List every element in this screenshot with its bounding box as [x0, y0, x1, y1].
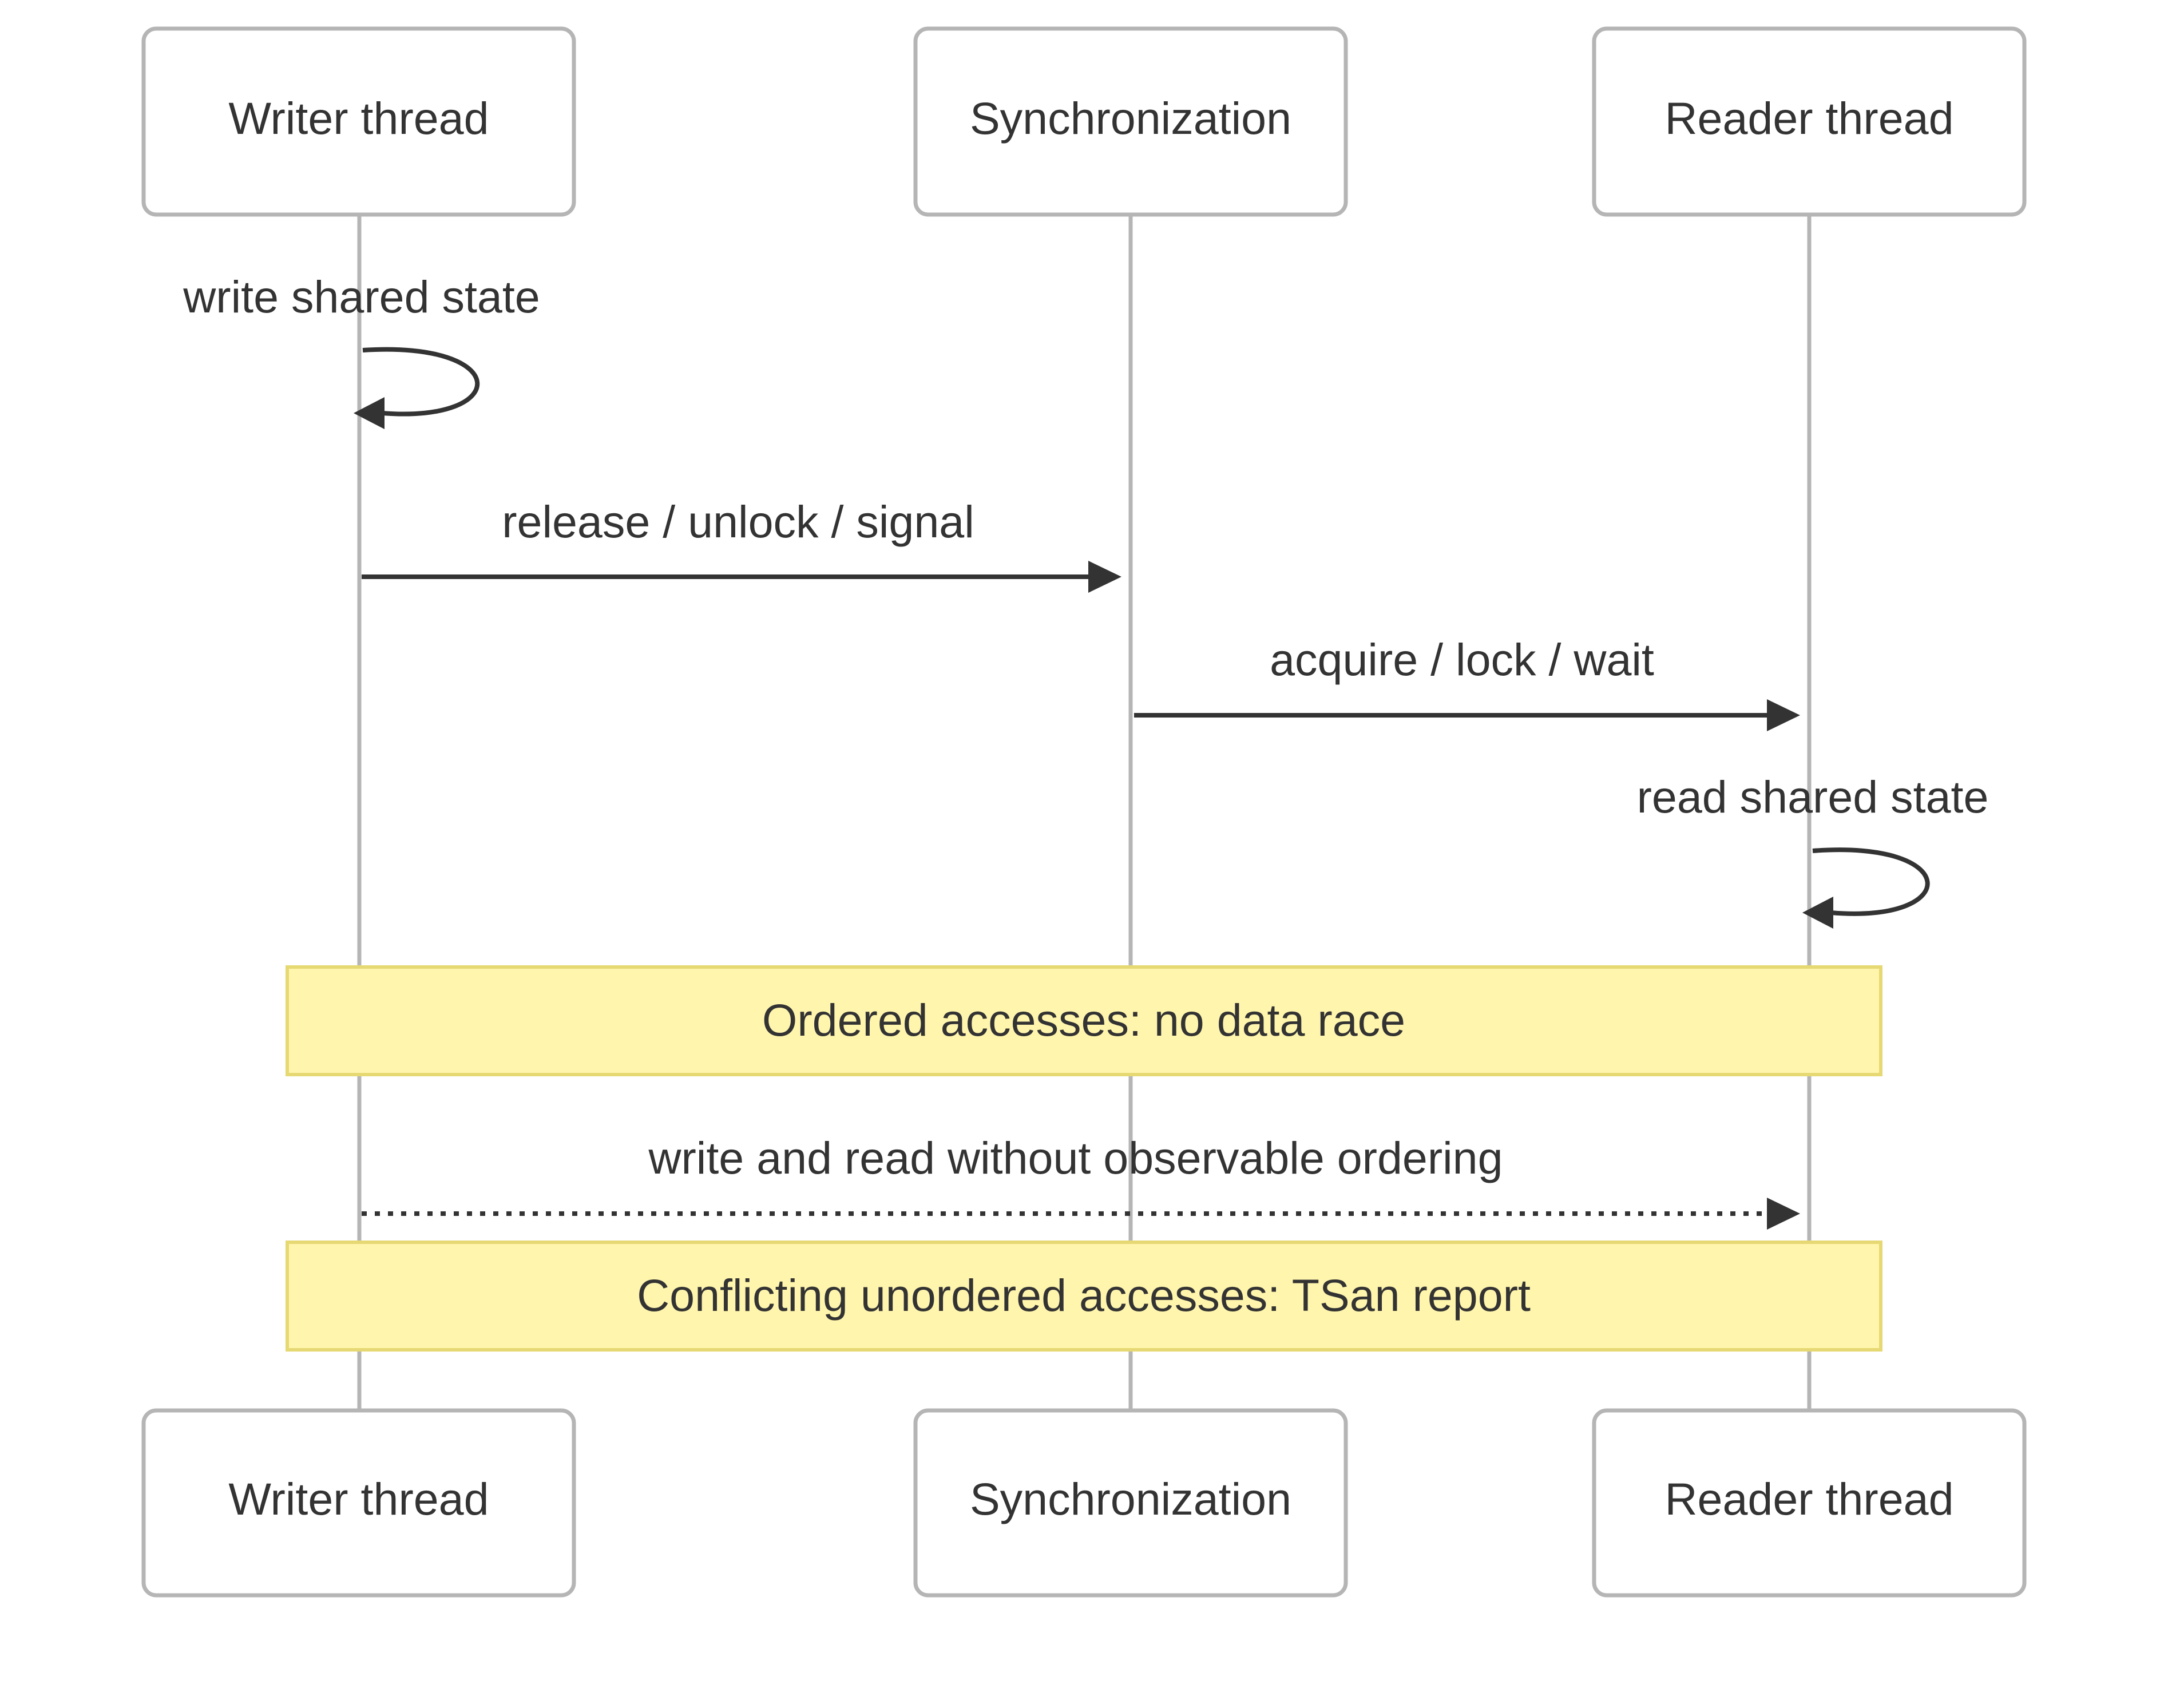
arrowhead-acquire	[1767, 699, 1800, 731]
actor-top-sync: Synchronization	[913, 26, 1348, 217]
message-release-unlock-signal: release / unlock / signal	[362, 496, 1121, 593]
message-acquire-lock-wait: acquire / lock / wait	[1134, 634, 1800, 731]
actor-top-writer: Writer thread	[141, 26, 576, 217]
actor-top-writer-label: Writer thread	[228, 93, 489, 144]
actor-top-reader: Reader thread	[1592, 26, 2027, 217]
self-loop-arrow-reader	[1812, 847, 1930, 916]
actor-top-reader-label: Reader thread	[1664, 93, 1953, 144]
arrowhead-read-shared-state	[1802, 897, 1833, 929]
message-label-write-shared-state: write shared state	[183, 271, 540, 322]
message-label-unordered: write and read without observable orderi…	[648, 1132, 1503, 1183]
message-label-release-unlock-signal: release / unlock / signal	[502, 496, 974, 547]
note-conflicting-accesses: Conflicting unordered accesses: TSan rep…	[286, 1241, 1882, 1352]
actor-bottom-sync: Synchronization	[913, 1408, 1348, 1598]
arrowhead-unordered	[1767, 1198, 1800, 1230]
message-unordered-write-read: write and read without observable orderi…	[362, 1132, 1800, 1230]
actor-bottom-sync-label: Synchronization	[970, 1473, 1291, 1524]
actor-bottom-reader: Reader thread	[1592, 1408, 2027, 1598]
arrowhead-write-shared-state	[354, 397, 385, 429]
message-write-shared-state: write shared state	[183, 271, 540, 429]
message-label-read-shared-state: read shared state	[1637, 771, 1989, 822]
note-label-ordered-accesses: Ordered accesses: no data race	[762, 994, 1405, 1045]
message-read-shared-state: read shared state	[1637, 771, 1989, 929]
self-loop-arrow-writer	[362, 347, 479, 417]
note-label-conflicting-accesses: Conflicting unordered accesses: TSan rep…	[637, 1270, 1531, 1321]
actor-top-sync-label: Synchronization	[970, 93, 1291, 144]
actor-bottom-writer-label: Writer thread	[228, 1473, 489, 1524]
message-label-acquire-lock-wait: acquire / lock / wait	[1270, 634, 1654, 685]
note-ordered-accesses: Ordered accesses: no data race	[286, 965, 1882, 1076]
actor-bottom-reader-label: Reader thread	[1664, 1473, 1953, 1524]
arrowhead-release	[1088, 561, 1121, 593]
actor-bottom-writer: Writer thread	[141, 1408, 576, 1598]
